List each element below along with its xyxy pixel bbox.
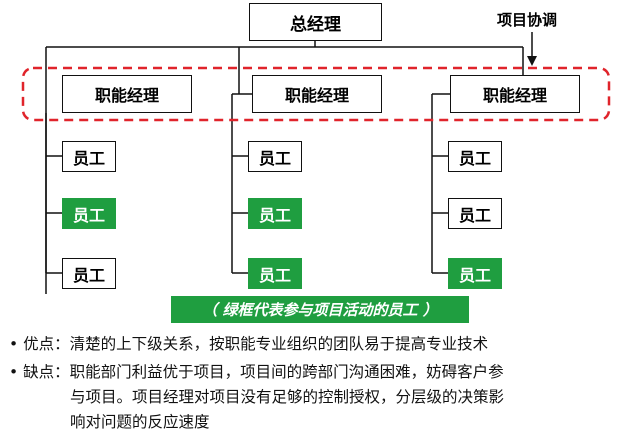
employee-box: 员工 (62, 141, 116, 172)
employee-box-participant: 员工 (248, 258, 302, 289)
cons-text-line3: 响对问题的反应速度 (70, 413, 210, 431)
employee-box-participant: 员工 (448, 258, 502, 289)
legend-banner: （ 绿框代表参与项目活动的员工 ） (171, 296, 469, 323)
employee-box: 员工 (448, 198, 502, 229)
employee-box: 员工 (448, 141, 502, 172)
employee-box: 员工 (248, 141, 302, 172)
manager-box-1: 职能经理 (62, 75, 192, 113)
manager-box-2: 职能经理 (252, 75, 382, 113)
cons-text-line1: • 缺点：职能部门利益优于项目，项目间的跨部门沟通困难，妨碍客户参 (9, 363, 504, 381)
pros-text: • 优点：清楚的上下级关系，按职能专业组织的团队易于提高专业技术 (9, 335, 489, 353)
employee-box-participant: 员工 (62, 198, 116, 229)
coordination-label: 项目协调 (497, 11, 558, 29)
manager-box-3: 职能经理 (450, 75, 580, 113)
employee-box: 员工 (62, 258, 116, 289)
cons-text-line2: 与项目。项目经理对项目没有足够的控制授权，分层级的决策影 (70, 388, 505, 406)
general-manager-box: 总经理 (249, 3, 382, 41)
employee-box-participant: 员工 (248, 198, 302, 229)
coordination-arrow-head (527, 56, 537, 66)
